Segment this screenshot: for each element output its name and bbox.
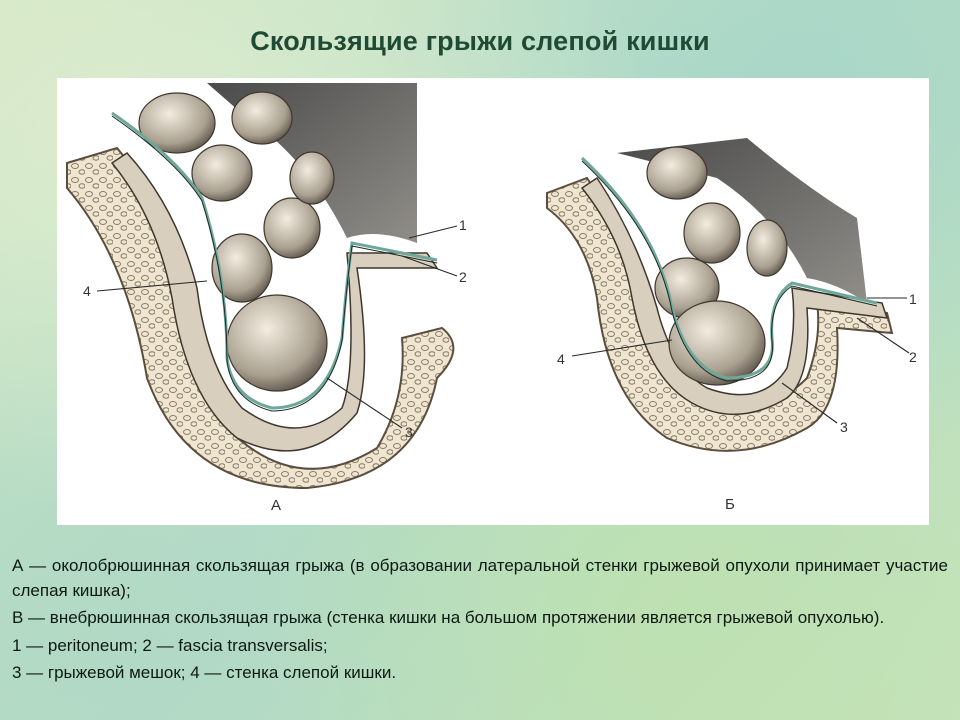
caption-legend-2: 3 — грыжевой мешок; 4 — стенка слепой ки… <box>12 663 397 682</box>
label-b-1: 1 <box>909 291 917 307</box>
hernia-drawing-a <box>66 83 458 490</box>
label-b-4: 4 <box>557 351 565 367</box>
caption-legend-1: 1 — peritoneum; 2 — fascia transversalis… <box>12 635 328 655</box>
caption-line-a: А — околобрюшинная скользящая грыжа (в о… <box>12 556 948 600</box>
caption-line-b: В — внебрюшинная скользящая грыжа (стенк… <box>12 608 885 627</box>
label-a-4: 4 <box>83 283 91 299</box>
label-a-1: 1 <box>459 217 467 233</box>
label-b-3: 3 <box>840 419 848 435</box>
label-b-2: 2 <box>909 349 917 365</box>
label-a-3: 3 <box>405 424 413 440</box>
figure-caption: А — околобрюшинная скользящая грыжа (в о… <box>12 554 948 686</box>
figure-panel: 1 2 3 4 А <box>57 78 929 525</box>
label-a-2: 2 <box>459 269 467 285</box>
panel-b-letter: Б <box>725 496 735 513</box>
hernia-drawing-b <box>546 138 910 452</box>
slide-title: Скользящие грыжи слепой кишки <box>250 26 710 56</box>
panel-a-letter: А <box>271 497 281 514</box>
